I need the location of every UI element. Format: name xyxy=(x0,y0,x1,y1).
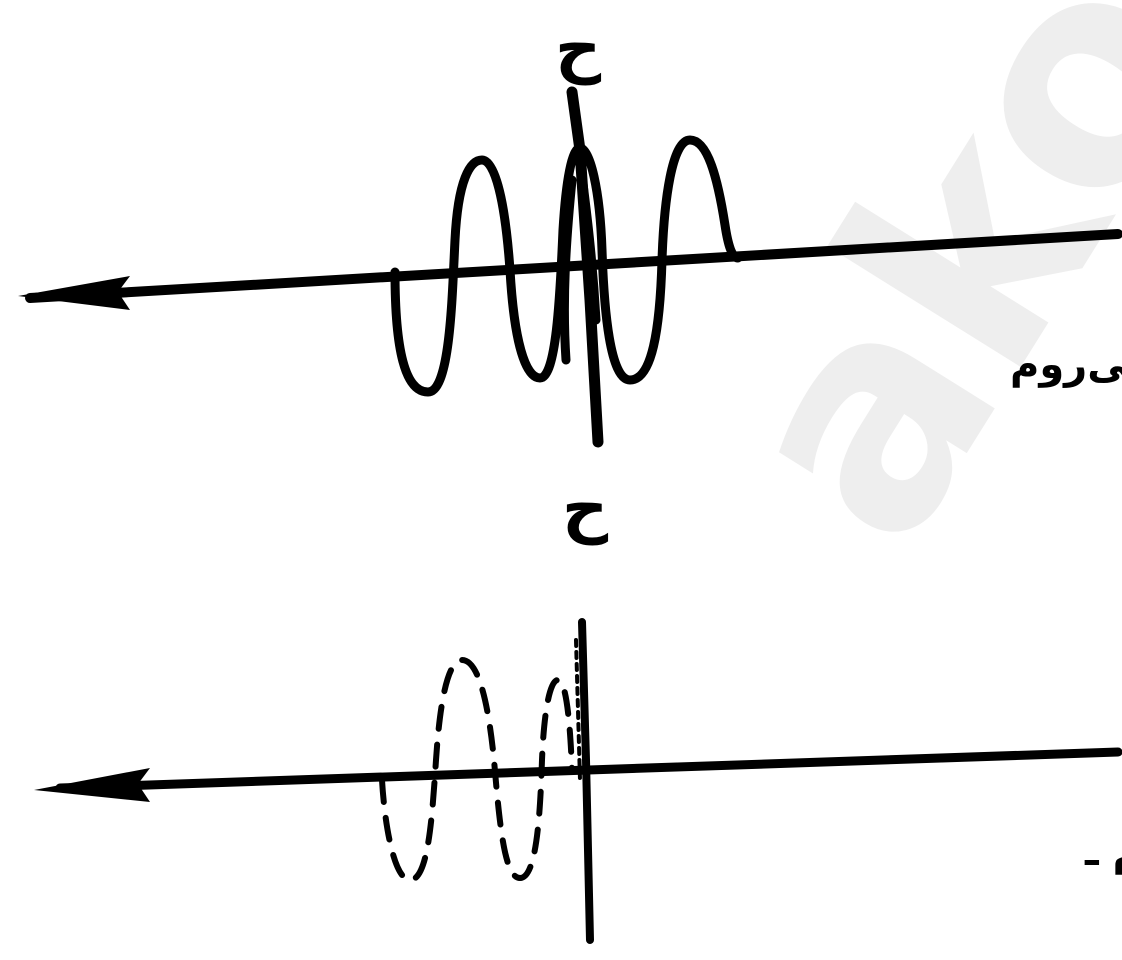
top-arrow-left-icon xyxy=(18,276,130,310)
bottom-caption: شاید بروم ـ xyxy=(1084,829,1122,875)
bottom-wave-dashed xyxy=(379,656,575,884)
top-wave-cross xyxy=(575,155,601,325)
top-label-lower: ح xyxy=(562,472,609,546)
top-wave-inner-loop xyxy=(559,175,577,365)
bottom-arrow-left-icon xyxy=(34,768,150,802)
top-label-upper: ح xyxy=(555,12,602,86)
bottom-diagram: شاید بروم ـ xyxy=(34,618,1122,944)
watermark: akotob xyxy=(664,0,1122,598)
top-diagram: ح ح می‌روم xyxy=(18,12,1122,546)
bottom-vertical-marker xyxy=(578,618,594,944)
top-caption: می‌روم xyxy=(1010,342,1122,388)
top-wave-solid xyxy=(390,135,743,397)
svg-text:akotob: akotob xyxy=(664,0,1122,598)
top-axis-line xyxy=(25,229,1122,303)
bottom-vertical-marker-shade xyxy=(574,638,582,782)
